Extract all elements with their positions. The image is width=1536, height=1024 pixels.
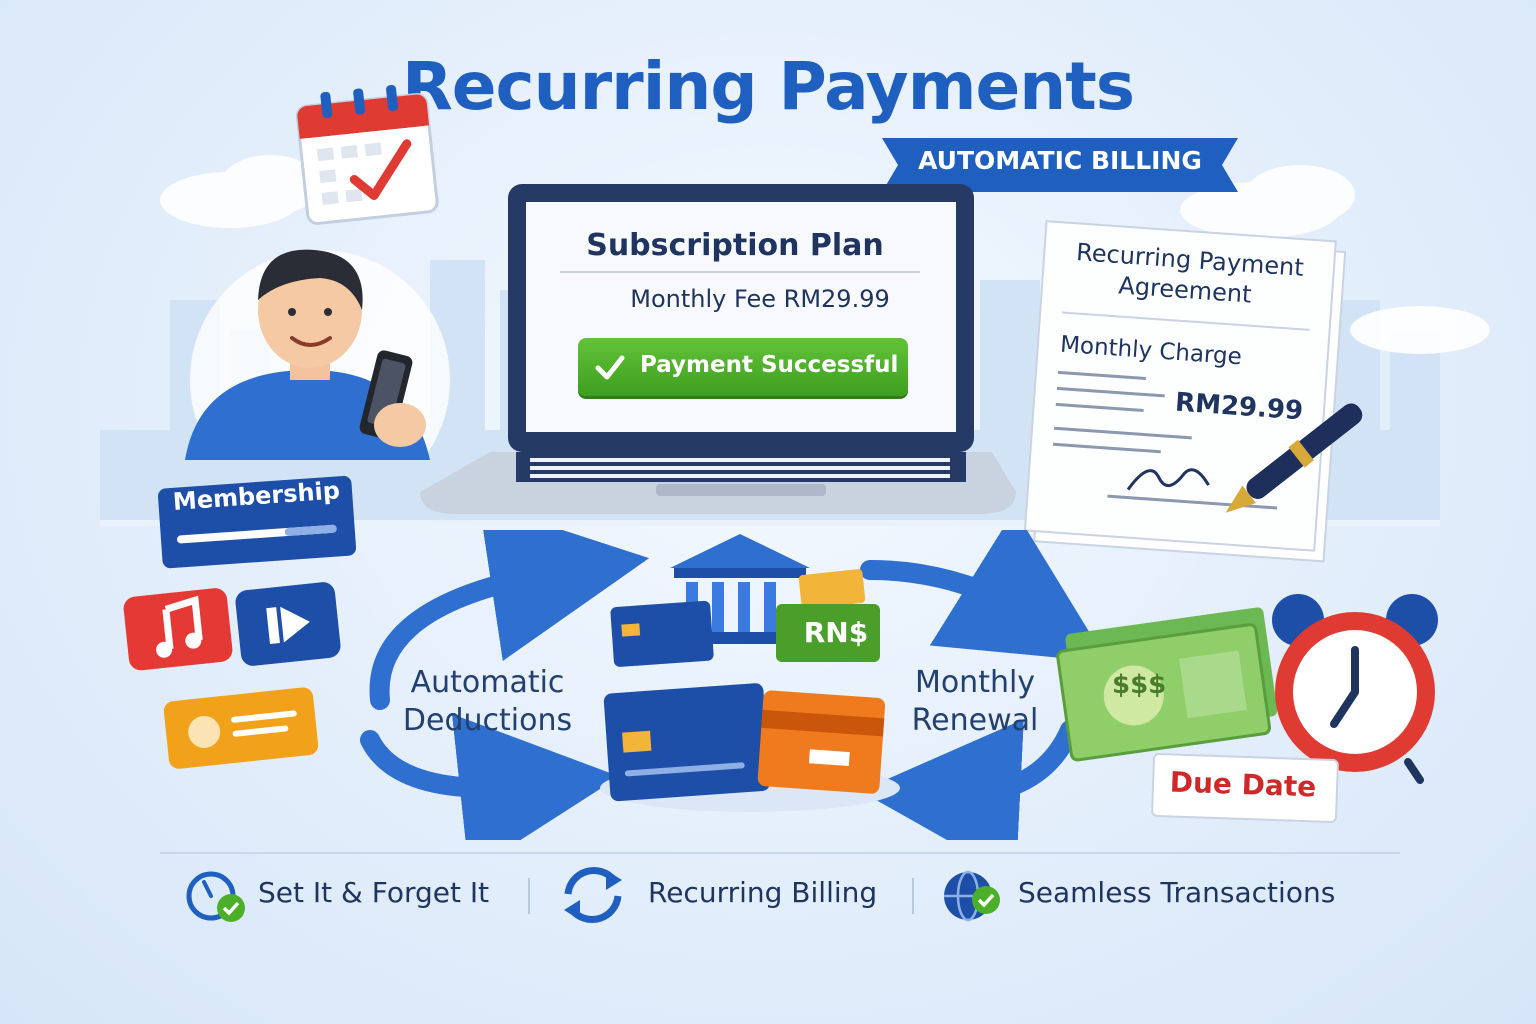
footer-separator (528, 878, 530, 914)
automatic-deductions-line1: Automatic (410, 665, 565, 700)
automatic-billing-banner (882, 138, 1238, 192)
footer-divider (160, 852, 1400, 854)
clouds (160, 155, 1490, 354)
due-date-label: Due Date (1169, 765, 1317, 804)
footer-set-and-forget: Set It & Forget It (258, 876, 490, 909)
payment-successful-label: Payment Successful (640, 352, 899, 378)
globe-check-icon (944, 870, 1000, 922)
alarm-clock-icon (1272, 594, 1438, 784)
video-app-icon (235, 582, 341, 666)
footer-separator (912, 878, 914, 914)
clock-check-icon (186, 871, 245, 922)
banner-label: AUTOMATIC BILLING (918, 146, 1202, 175)
membership-card (158, 475, 357, 569)
monthly-renewal-line2: Renewal (911, 703, 1039, 738)
chat-card-icon (163, 687, 319, 769)
cash-stack-icon (1056, 607, 1278, 762)
automatic-deductions-line2: Deductions (402, 703, 573, 738)
payment-successful-button[interactable] (578, 338, 908, 396)
automatic-deductions-label: Automatic Deductions (400, 664, 575, 740)
pen-icon (1225, 403, 1363, 513)
bank-and-cards (600, 534, 900, 812)
agreement-document (1023, 220, 1363, 563)
monthly-fee-text: Monthly Fee RM29.99 (630, 285, 890, 313)
page-title: Recurring Payments (401, 48, 1135, 125)
calendar-check-icon (295, 85, 439, 225)
cash-badge-icon (776, 569, 880, 662)
footer-recurring-billing: Recurring Billing (648, 876, 878, 909)
credit-card-orange-icon (757, 690, 886, 794)
credit-card-large-icon (603, 683, 770, 802)
credit-card-small-icon (610, 600, 714, 667)
bill-badge-label: $$$ (1112, 670, 1167, 700)
cash-badge-label: RN$ (803, 616, 869, 649)
footer-seamless-transactions: Seamless Transactions (1018, 876, 1336, 909)
monthly-renewal-label: Monthly Renewal (900, 664, 1050, 740)
monthly-renewal-line1: Monthly (914, 665, 1036, 700)
music-app-icon (123, 588, 233, 671)
subscription-plan-heading: Subscription Plan (586, 228, 884, 263)
person-with-phone (185, 249, 450, 460)
refresh-icon (564, 867, 622, 923)
check-icon (595, 355, 625, 380)
payment-cycle-arrows (360, 530, 1100, 840)
